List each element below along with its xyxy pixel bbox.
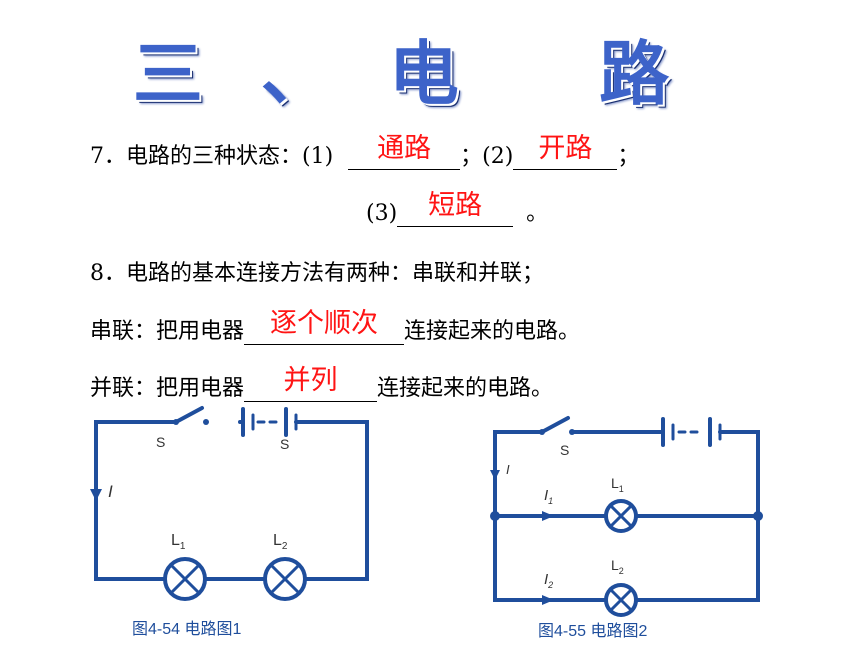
q7-prefix: 7．电路的三种状态：(1) [90, 144, 334, 169]
q7-blank-2: 开路 [513, 133, 618, 170]
current-arrow-icon [542, 595, 554, 605]
lamp-l1-label: L1 [171, 532, 186, 552]
series-prefix: 串联：把用电器 [90, 319, 245, 344]
q8-series-line: 串联：把用电器 逐个顺次 连接起来的电路。 [90, 308, 581, 345]
q7-answer-1: 通路 [377, 133, 432, 164]
q7-line1: 7．电路的三种状态：(1) 通路 ；(2) 开路 ； [90, 133, 640, 170]
q7-prefix-3: (3) [366, 201, 398, 226]
series-answer: 逐个顺次 [270, 308, 379, 339]
lamp-l2-cross [269, 563, 301, 595]
page-title: 三、电 路 [132, 33, 728, 115]
parallel-prefix: 并联：把用电器 [90, 376, 245, 401]
q8-intro: 8．电路的基本连接方法有两种：串联和并联； [90, 261, 544, 286]
diagram1-caption: 图4-54 电路图1 [132, 620, 241, 638]
junction-dot [753, 511, 763, 521]
q7-answer-2: 开路 [538, 133, 593, 164]
switch-contact [539, 429, 545, 435]
switch-contact [569, 429, 575, 435]
q7-separator-1: ；(2) [460, 144, 514, 169]
parallel-answer: 并列 [283, 365, 338, 396]
lamp-l1-cross [608, 503, 634, 529]
current-i1-label: I1 [544, 487, 553, 506]
parallel-circuit-diagram: S I I1 I2 L1 L2 图4-55 电路图2 [490, 416, 763, 640]
lamp-l2-label: L2 [273, 532, 288, 552]
current-arrow-icon [542, 511, 554, 521]
q7-separator-2: ； [617, 144, 640, 169]
lamp-l1-label: L1 [611, 475, 624, 494]
switch-contact [203, 419, 209, 425]
switch-label: S [156, 434, 165, 450]
parallel-suffix: 连接起来的电路。 [377, 376, 554, 401]
series-blank: 逐个顺次 [244, 308, 405, 345]
junction-dot [490, 511, 500, 521]
lamp-l1-cross [169, 563, 201, 595]
series-circuit-diagram: S S I L1 L2 图4-54 电路图1 [90, 406, 369, 638]
q7-end: 。 [526, 201, 549, 226]
current-arrow-icon [90, 489, 102, 501]
switch-blade [540, 416, 570, 434]
switch-label: S [560, 442, 569, 458]
switch-contact [173, 419, 179, 425]
current-i2-label: I2 [544, 571, 553, 590]
q8-parallel-line: 并联：把用电器 并列 连接起来的电路。 [90, 365, 554, 402]
series-suffix: 连接起来的电路。 [404, 319, 581, 344]
diagram2-caption: 图4-55 电路图2 [538, 622, 647, 640]
q7-answer-3: 短路 [428, 190, 483, 221]
switch-blade [174, 406, 204, 424]
wire [294, 420, 369, 581]
q7-blank-3: 短路 [397, 190, 514, 227]
parallel-blank: 并列 [244, 365, 378, 402]
q7-blank-1: 通路 [348, 133, 461, 170]
lamp-l2-cross [608, 587, 634, 613]
current-label: I [108, 482, 113, 501]
lamp-l2-label: L2 [611, 557, 624, 576]
current-arrow-icon [490, 470, 500, 480]
current-label: I [506, 462, 510, 477]
q7-line2: (3) 短路 。 [366, 190, 549, 227]
battery-label: S [280, 436, 289, 452]
